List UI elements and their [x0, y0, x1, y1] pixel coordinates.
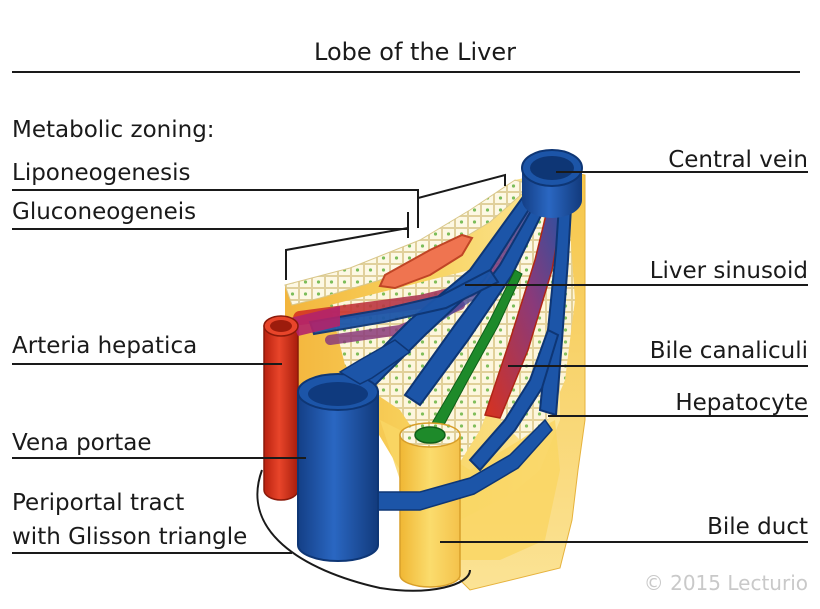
metabolic-zoning-label: Metabolic zoning: [12, 117, 215, 143]
copyright-text: © 2015 Lecturio [644, 571, 808, 595]
bile-canaliculi-label: Bile canaliculi [650, 338, 808, 364]
vena-portae-label: Vena portae [12, 430, 151, 456]
periportal-bracket [256, 469, 471, 592]
hepatocyte-label: Hepatocyte [675, 390, 808, 416]
bile-duct-label: Bile duct [707, 514, 808, 540]
gluconeogenesis-leader [12, 212, 409, 238]
portal-vein-connector [371, 418, 553, 511]
gluconeogenesis-label: Gluconeogeneis [12, 199, 196, 225]
page-title: Lobe of the Liver [314, 38, 516, 66]
central-vein [521, 149, 583, 218]
central-vein-label: Central vein [668, 147, 808, 173]
vena-portae-vessel [297, 339, 412, 562]
liver-sinusoid-label: Liver sinusoid [650, 258, 808, 284]
liponeogenesis-bracket [417, 173, 506, 228]
hepatocyte-layer-top [284, 179, 534, 306]
periportal-label-line1: Periportal tract [12, 490, 184, 516]
bile-duct-vessel [399, 422, 461, 588]
liponeogenesis-label: Liponeogenesis [12, 160, 191, 186]
arteria-hepatica-label: Arteria hepatica [12, 333, 197, 359]
gluconeogenesis-zone [378, 233, 474, 290]
periportal-label-line2: with Glisson triangle [12, 524, 247, 550]
bile-canaliculus [427, 269, 523, 437]
gluconeogenesis-bracket [285, 227, 409, 280]
